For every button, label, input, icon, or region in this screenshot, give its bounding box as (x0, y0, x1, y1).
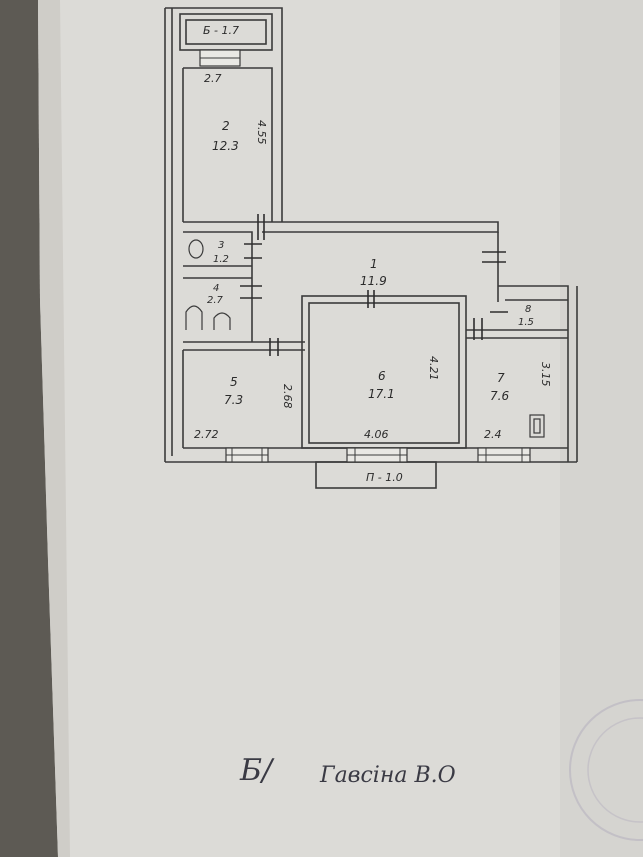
room-2-area: 12.3 (212, 139, 239, 153)
room-6-area: 17.1 (368, 387, 395, 401)
room-3-area: 1.2 (213, 254, 229, 265)
paper-sheet (38, 0, 643, 857)
room-8-area: 1.5 (518, 317, 534, 328)
dim-room7-depth: 3.15 (539, 362, 552, 387)
fixtures (185, 239, 545, 438)
room-7-area: 7.6 (490, 389, 509, 403)
room-4-number: 4 (213, 283, 219, 294)
room-2-number: 2 (222, 119, 230, 133)
room-7-number: 7 (497, 371, 505, 385)
balcony-bottom-label: П - 1.0 (366, 471, 403, 484)
room-4-area: 2.7 (207, 295, 224, 306)
dim-room5-depth: 2.68 (281, 384, 294, 409)
room-6-number: 6 (378, 369, 386, 383)
room-1-area: 11.9 (360, 274, 387, 288)
room-8-number: 8 (525, 304, 531, 315)
signature: Б/ Гавсіна В.О (239, 753, 456, 788)
dim-room6-depth: 4.21 (427, 356, 440, 381)
dim-room7-width: 2.4 (484, 428, 502, 441)
door-marks (240, 214, 508, 356)
plan-labels: Б - 1.7 П - 1.0 2 12.3 1 11.9 3 1.2 4 2.… (194, 24, 552, 484)
dim-room6-width: 4.06 (364, 428, 389, 441)
bathtub-icon (185, 305, 203, 330)
dim-room2-length: 4.55 (255, 120, 268, 145)
signature-name: Гавсіна В.О (319, 763, 456, 788)
toilet-icon (188, 239, 204, 259)
stamp (569, 699, 643, 841)
room-5-number: 5 (230, 375, 238, 389)
room-3-number: 3 (218, 240, 224, 251)
signature-initials: Б/ (239, 753, 275, 788)
dim-room2-width: 2.7 (204, 72, 222, 85)
room-1-number: 1 (370, 257, 378, 271)
balcony-top-label: Б - 1.7 (203, 24, 239, 37)
dim-room5-width: 2.72 (194, 428, 219, 441)
sink-icon (213, 312, 231, 330)
stove-icon (529, 414, 545, 438)
room-5-area: 7.3 (224, 393, 243, 407)
